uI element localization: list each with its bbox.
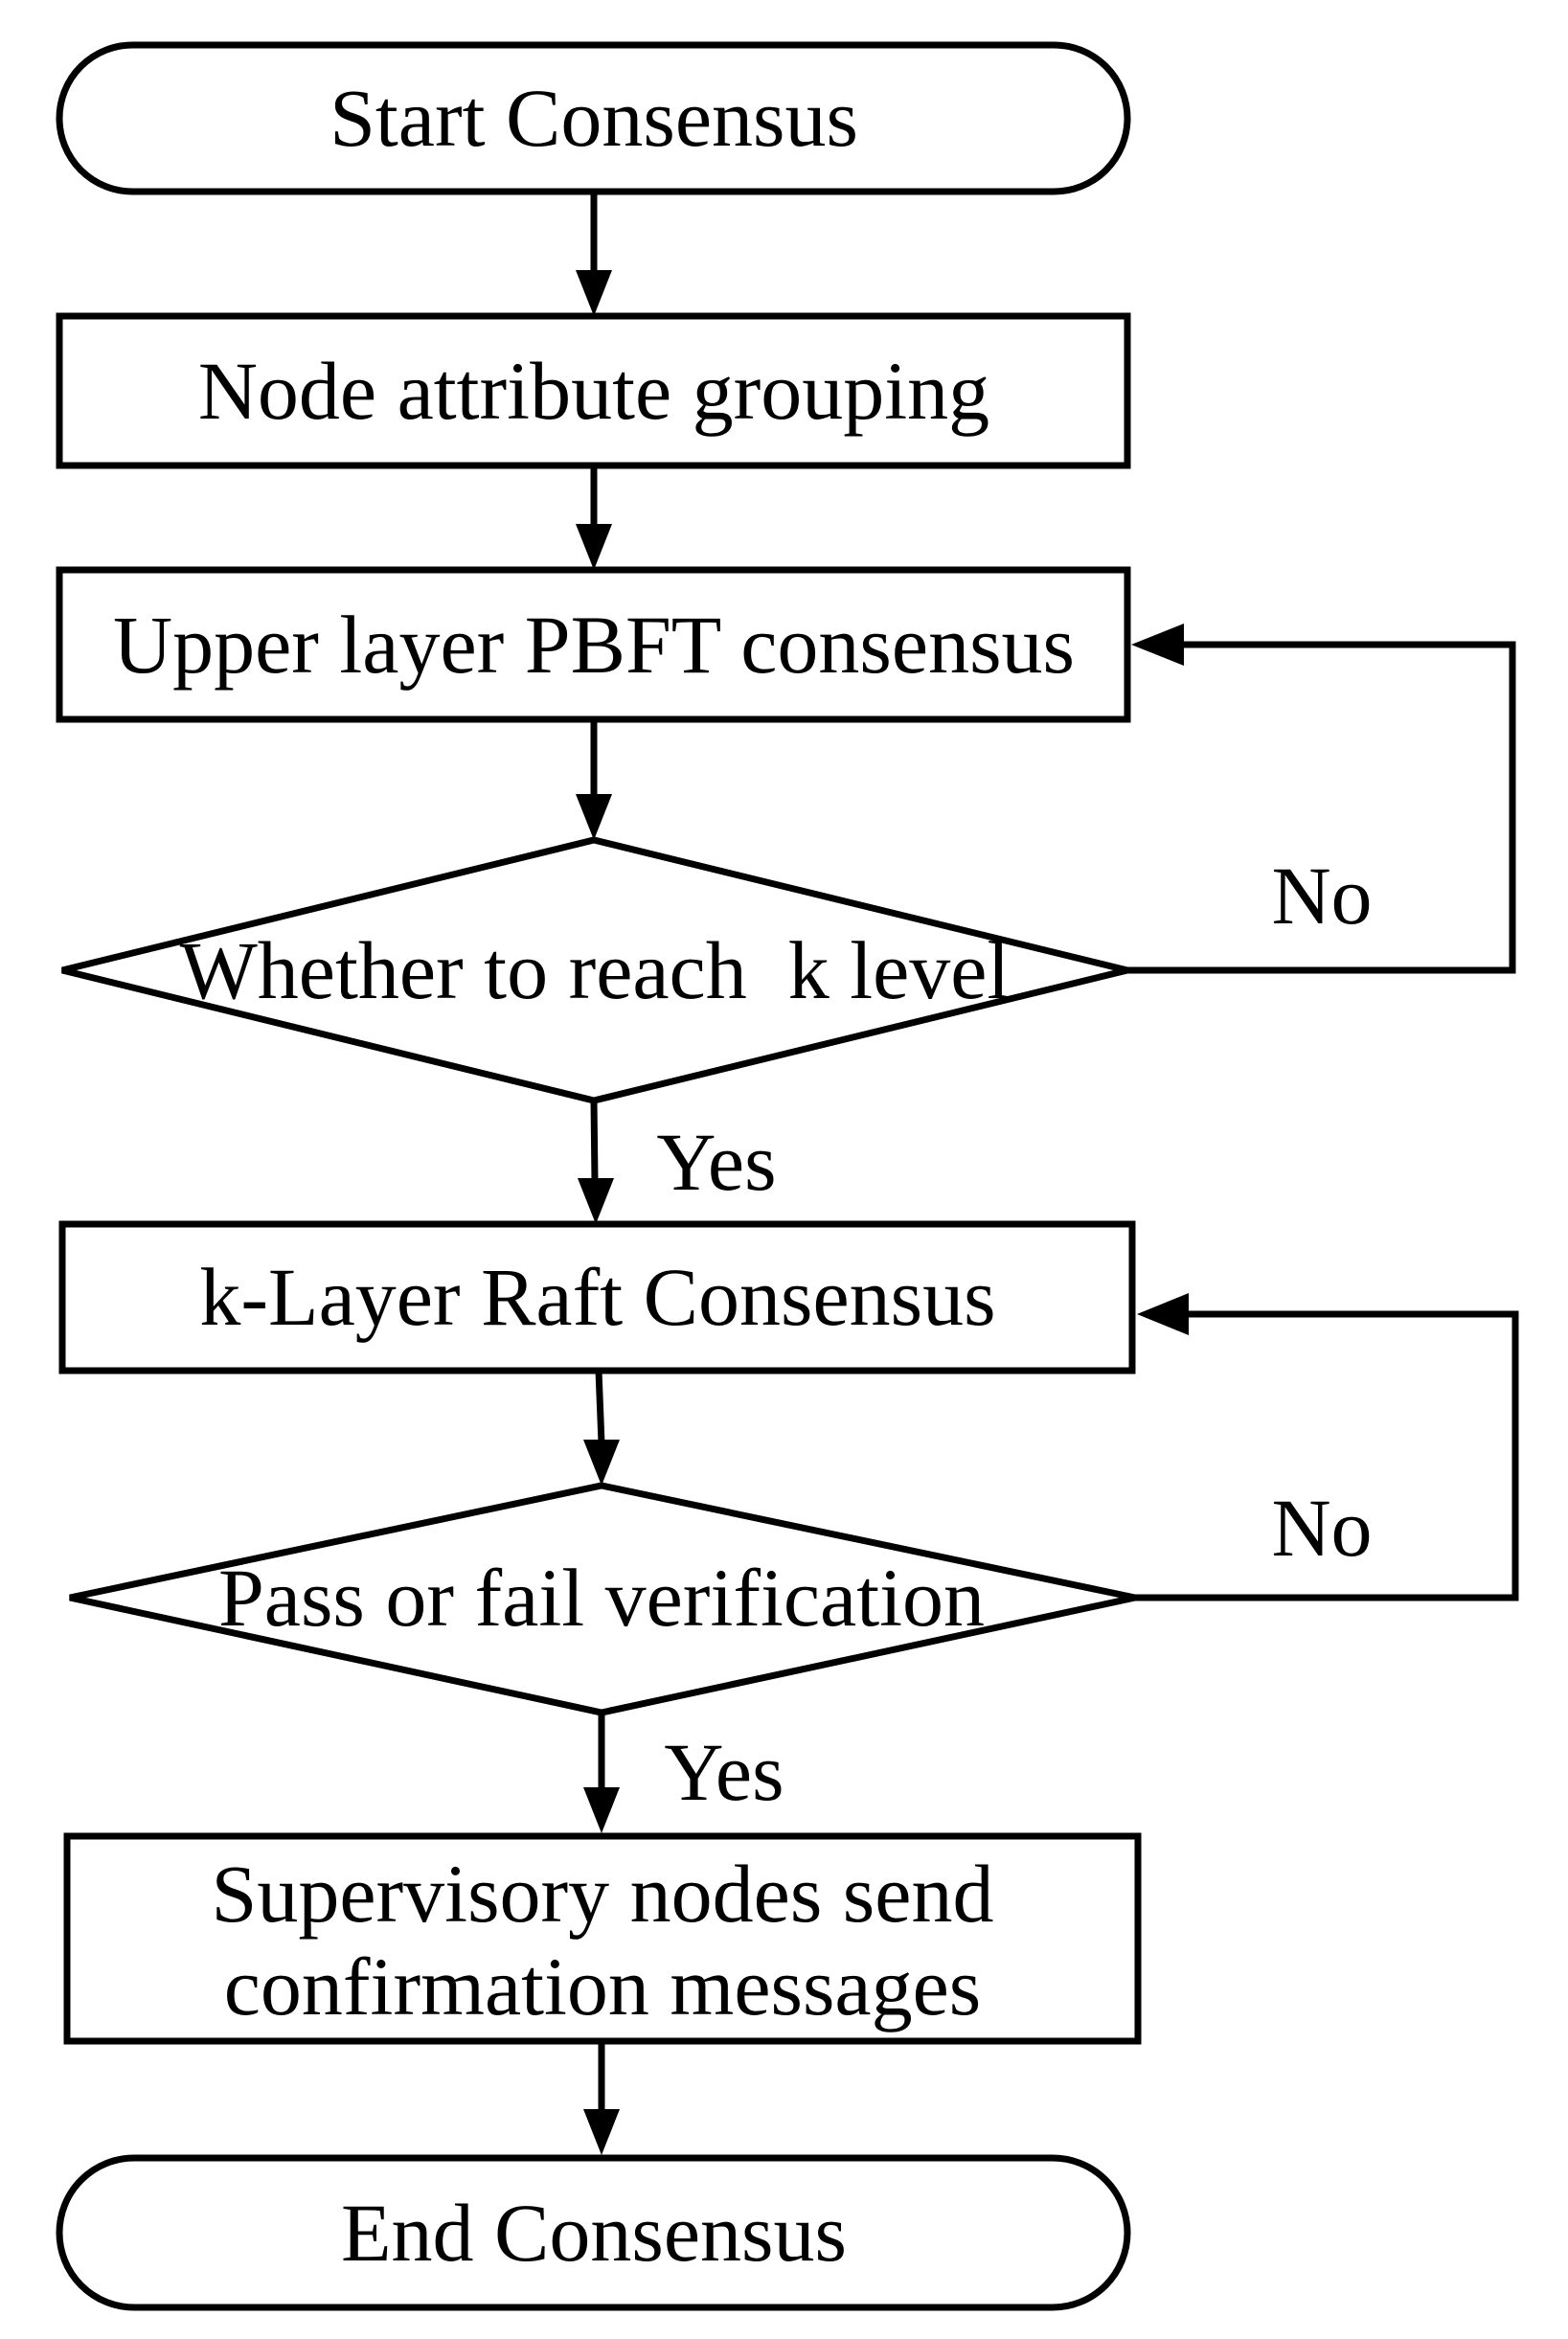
process-supervisory-shape [63,1832,1142,2045]
arrow-pbft-to-k-level-check [576,719,612,840]
process-grouping-label: Node attribute grouping [198,345,989,437]
arrowhead [576,794,612,840]
arrowhead [576,524,612,570]
arrow-verification-no-loop [1135,1293,1519,1601]
arrow-supervisory-to-end [583,2041,620,2155]
decision-k-level: Whether to reach k level [61,836,1128,1104]
start-terminal: Start Consensus [56,41,1131,195]
arrow-line [1135,1310,1519,1601]
arrow-k-level-yes [578,1100,614,1224]
start-terminal-label: Start Consensus [330,72,858,164]
process-supervisory-label-line-1: Supervisory nodes send [212,1848,994,1940]
end-terminal-shape [56,2154,1131,2311]
arrowhead [578,1178,614,1224]
end-terminal-label: End Consensus [341,2187,847,2279]
arrowhead [1131,624,1184,666]
arrow-grouping-to-pbft [576,466,612,570]
arrow-verification-yes [583,1713,620,1833]
k-level-no-label: No [1271,850,1372,942]
arrowhead [1137,1293,1189,1335]
process-grouping-shape [56,312,1131,469]
decision-verification: Pass or fail verification [69,1482,1136,1716]
decision-k-level-label: Whether to reach k level [180,924,1011,1016]
arrow-line [590,1100,599,1183]
process-supervisory: Supervisory nodes send confirmation mess… [63,1832,1142,2045]
k-level-yes-label: Yes [656,1116,776,1208]
arrowhead [583,1787,620,1833]
arrowhead [576,270,612,316]
arrowhead [583,2109,620,2155]
arrow-k-level-no-loop [1127,624,1516,974]
arrow-line [595,1370,605,1444]
process-pbft-label: Upper layer PBFT consensus [113,599,1075,691]
verification-no-label: No [1271,1482,1372,1574]
process-raft-label: k-Layer Raft Consensus [199,1251,995,1343]
process-raft: k-Layer Raft Consensus [58,1220,1136,1374]
process-raft-shape [58,1220,1136,1374]
process-supervisory-label-line-2: confirmation messages [224,1941,982,2032]
process-grouping: Node attribute grouping [56,312,1131,469]
verification-yes-label: Yes [664,1726,784,1818]
process-pbft: Upper layer PBFT consensus [56,566,1131,723]
arrowhead [583,1440,620,1486]
decision-verification-label: Pass or fail verification [218,1552,985,1644]
end-terminal: End Consensus [56,2154,1131,2311]
arrow-line [1127,641,1516,974]
arrow-raft-to-verification-check [583,1370,620,1486]
arrow-start-to-grouping [576,192,612,316]
